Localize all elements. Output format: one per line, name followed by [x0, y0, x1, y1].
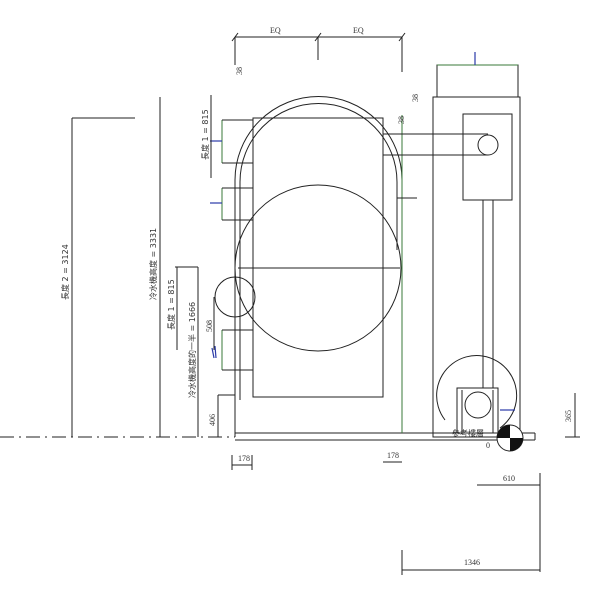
dim-eq-right: EQ [353, 26, 364, 35]
dim-508: 508 [205, 320, 214, 332]
dim-178-right: 178 [387, 451, 399, 460]
dim-1346: 1346 [464, 558, 480, 567]
dim-length1-lower: 長度 1 = 815 [166, 279, 176, 330]
chiller-small-circle [214, 276, 256, 318]
dim-chiller-height: 冷水機高度 = 3331 [148, 228, 158, 300]
level-marker: 參考樓層 0 [452, 424, 524, 452]
dim-365: 365 [564, 410, 573, 422]
dim-178-left: 178 [238, 454, 250, 463]
dim-38-a: 38 [235, 67, 244, 75]
dim-406: 406 [208, 414, 217, 426]
chiller-shell [214, 96, 403, 437]
dim-chiller-half-height: 冷水機高度的一半 = 1666 [187, 302, 197, 398]
level-elevation: 0 [486, 441, 490, 450]
dimension-labels: EQ EQ 38 38 38 長度 2 = 3124 冷水機高度 = 3331 … [60, 26, 573, 567]
dim-610: 610 [503, 474, 515, 483]
level-name: 參考樓層 [452, 428, 484, 438]
right-pump-assembly [383, 52, 521, 438]
dimension-lines [71, 32, 580, 575]
dim-38-b: 38 [411, 94, 420, 102]
dim-length1-upper: 長度 1 = 815 [200, 109, 210, 160]
dim-38-c: 38 [397, 116, 406, 124]
chiller-large-circle [234, 184, 402, 352]
left-pipe-connections [210, 119, 253, 371]
dim-eq-left: EQ [270, 26, 281, 35]
dim-length2: 長度 2 = 3124 [60, 244, 70, 300]
